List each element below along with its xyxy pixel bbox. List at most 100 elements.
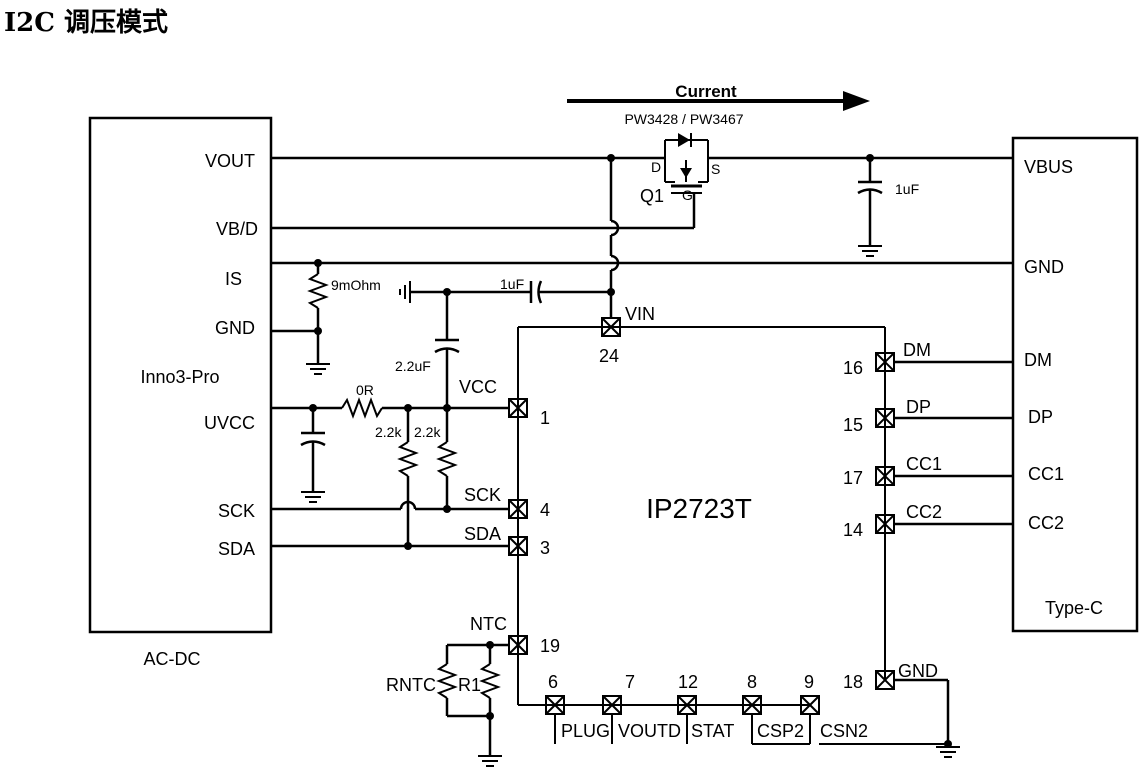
- ic-pin-sda-num: 3: [540, 538, 550, 558]
- ic-pin-cc1-num: 17: [843, 468, 863, 488]
- ic-pin-vin: VIN: [625, 304, 655, 324]
- vin-cap-value: 1uF: [500, 276, 524, 292]
- junction-sda: [404, 542, 412, 550]
- ic-pin-vcc: VCC: [459, 377, 497, 397]
- ic-pin-dm-num: 16: [843, 358, 863, 378]
- sense-resistor: [271, 263, 329, 364]
- typec-pin-cc1: CC1: [1028, 464, 1064, 484]
- typec-pin-dp: DP: [1028, 407, 1053, 427]
- r1-label: R1: [458, 675, 481, 695]
- ic-pin-stat: STAT: [691, 721, 734, 741]
- mosfet-q1: [664, 133, 709, 194]
- ic-pin-csn2: CSN2: [820, 721, 868, 741]
- wires-top: [271, 156, 1013, 318]
- typec-pin-vbus: VBUS: [1024, 157, 1073, 177]
- mosfet-pin-g: G: [682, 187, 693, 203]
- vbus-capacitor: [857, 158, 883, 246]
- junction-cap: [443, 288, 451, 296]
- ic-pin-sck: SCK: [464, 485, 501, 505]
- mosfet-part-label: PW3428 / PW3467: [624, 111, 743, 127]
- rntc-label: RNTC: [386, 675, 436, 695]
- pullup-resistor-2: [436, 408, 458, 509]
- typec-pin-gnd: GND: [1024, 257, 1064, 277]
- ic-pin-ntc-num: 19: [540, 636, 560, 656]
- pullup-resistor-1: [397, 408, 419, 546]
- ground-icon: [858, 245, 882, 257]
- uvcc-line: [271, 397, 509, 419]
- ic-pin-markers-left: [508, 398, 528, 655]
- typec-pin-dm: DM: [1024, 350, 1052, 370]
- ground-icon: [301, 491, 325, 503]
- ic-pin-voutd-num: 7: [625, 672, 635, 692]
- ic-pin-sda: SDA: [464, 524, 501, 544]
- current-label: Current: [675, 82, 737, 101]
- ic-pin-stat-num: 12: [678, 672, 698, 692]
- page-title: I2C 调压模式: [4, 8, 168, 38]
- ic-pin-csp2-num: 8: [747, 672, 757, 692]
- ground-icon: [306, 363, 330, 375]
- right-signal-lines: [894, 360, 1013, 526]
- ic-pin-cc2-num: 14: [843, 520, 863, 540]
- ic-pin-gnd: GND: [898, 661, 938, 681]
- ic-pin-dm: DM: [903, 340, 931, 360]
- uvcc-capacitor: [300, 408, 326, 492]
- acdc-pin-sck: SCK: [218, 501, 255, 521]
- acdc-pin-vout: VOUT: [205, 151, 255, 171]
- acdc-pin-is: IS: [225, 269, 242, 289]
- ic-pin-cc1: CC1: [906, 454, 942, 474]
- acdc-pin-gnd: GND: [215, 318, 255, 338]
- mosfet-ref: Q1: [640, 186, 664, 206]
- sense-resistor-value: 9mOhm: [331, 277, 381, 293]
- junction-ntc: [486, 641, 494, 649]
- acdc-caption: AC-DC: [144, 649, 201, 669]
- bottom-pin-stubs: [554, 714, 811, 745]
- acdc-pin-uvcc: UVCC: [204, 413, 255, 433]
- ic-pin-cc2: CC2: [906, 502, 942, 522]
- ic-pin-markers-bottom: [545, 695, 820, 715]
- acdc-pin-vbd: VB/D: [216, 219, 258, 239]
- ground-icon: [478, 755, 502, 767]
- res-0r-value: 0R: [356, 382, 374, 398]
- ic-pin-plug: PLUG: [561, 721, 610, 741]
- ntc-network: [436, 643, 509, 756]
- vin-capacitor: [410, 280, 611, 304]
- mosfet-pin-s: S: [711, 161, 720, 177]
- junction-ntc-gnd: [486, 712, 494, 720]
- ground-icon: [936, 746, 960, 758]
- ic-pin-csn2-num: 9: [804, 672, 814, 692]
- junction-vout: [607, 154, 615, 162]
- typec-caption: Type-C: [1045, 598, 1103, 618]
- current-arrow: [567, 91, 870, 111]
- mosfet-pin-d: D: [651, 159, 661, 175]
- pullup2-value: 2.2k: [414, 424, 441, 440]
- acdc-name: Inno3-Pro: [140, 367, 219, 387]
- typec-block: [1011, 136, 1139, 633]
- ic-pin-markers-right: [875, 352, 895, 534]
- acdc-pin-sda: SDA: [218, 539, 255, 559]
- ic-pin-marker-vin: [601, 317, 621, 337]
- junction-sck: [443, 505, 451, 513]
- ic-pin-dp-num: 15: [843, 415, 863, 435]
- ic-pin-sck-num: 4: [540, 500, 550, 520]
- junction-gnd: [314, 327, 322, 335]
- ic-name: IP2723T: [646, 493, 752, 524]
- ic-pin-voutd: VOUTD: [618, 721, 681, 741]
- ic-pin-dp: DP: [906, 397, 931, 417]
- ic-pin-plug-num: 6: [548, 672, 558, 692]
- vcc-cap-value: 2.2uF: [395, 358, 431, 374]
- junction-is: [314, 259, 322, 267]
- vbus-cap-value: 1uF: [895, 181, 919, 197]
- ic-pin-vcc-num: 1: [540, 408, 550, 428]
- ic-pin-vin-num: 24: [599, 346, 619, 366]
- ic-pin-gnd-num: 18: [843, 672, 863, 692]
- ic-pin-ntc: NTC: [470, 614, 507, 634]
- ground-icon: [399, 281, 411, 303]
- ic-outline: [517, 326, 886, 706]
- sck-line: [271, 500, 509, 511]
- vcc-capacitor: [434, 292, 460, 408]
- pullup1-value: 2.2k: [375, 424, 402, 440]
- gnd-line: [819, 678, 950, 745]
- typec-pin-cc2: CC2: [1028, 513, 1064, 533]
- acdc-block: [88, 116, 273, 634]
